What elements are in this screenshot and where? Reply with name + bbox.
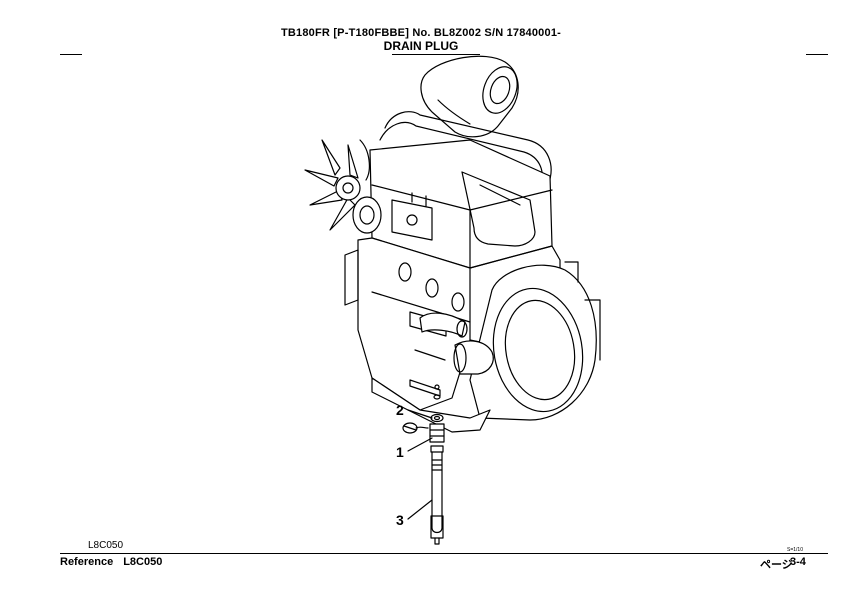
leader-3 (407, 499, 433, 520)
reference-label: Reference (60, 556, 114, 568)
reference-code: L8C050 (123, 556, 163, 568)
callout-1: 1 (396, 444, 404, 460)
footer-rule (60, 553, 828, 554)
header-rule-right (806, 54, 828, 55)
page-number: 3-4 (790, 556, 806, 568)
page-fraction: S=1/10 (787, 547, 803, 553)
section-title: DRAIN PLUG (383, 39, 459, 53)
header-rule-left (60, 54, 82, 55)
flywheel-housing (469, 261, 601, 421)
header-rule-center (392, 54, 480, 55)
cylinder-block (344, 237, 561, 411)
page-label: ページ (760, 559, 793, 571)
reference-line: Reference L8C050 (60, 556, 172, 568)
diagram-code: L8C050 (88, 540, 124, 551)
intake-elbow (420, 55, 519, 138)
leader-1 (407, 437, 433, 452)
model-header: TB180FR [P-T180FBBE] No. BL8Z002 S/N 178… (280, 27, 562, 39)
leader-2 (407, 409, 433, 419)
drain-plug-parts (402, 394, 445, 545)
oil-filter (419, 312, 468, 338)
alternator (352, 196, 382, 234)
callout-2: 2 (396, 402, 404, 418)
starter (453, 340, 494, 375)
cooling-fan (304, 139, 370, 231)
callout-3: 3 (396, 512, 404, 528)
